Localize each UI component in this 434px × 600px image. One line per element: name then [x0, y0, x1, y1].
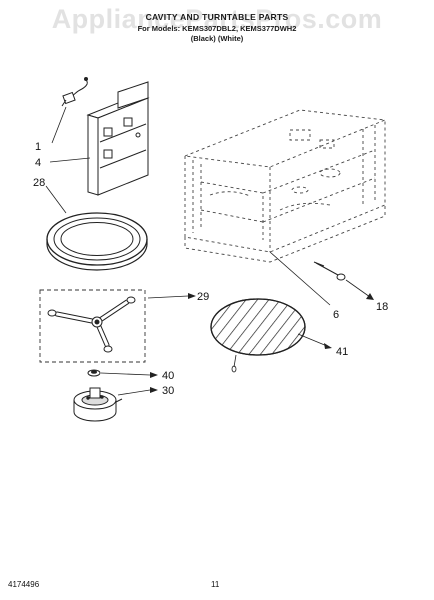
arrow-30 — [150, 387, 158, 393]
part-29-turntable-support — [39, 289, 146, 363]
callout-30: 30 — [162, 385, 174, 397]
callout-40: 40 — [162, 370, 174, 382]
part-41-grill-rack — [210, 298, 306, 373]
arrow-18 — [366, 293, 374, 300]
part-18-screw — [313, 261, 346, 281]
leader-41 — [297, 333, 328, 347]
leader-6 — [269, 251, 331, 306]
diagram-title: CAVITY AND TURNTABLE PARTS — [145, 12, 289, 22]
callout-28: 28 — [33, 177, 45, 189]
leader-1 — [51, 106, 67, 144]
leader-4 — [49, 157, 91, 163]
part-1-thermal-switch — [61, 77, 88, 107]
oven-cavity-outline — [183, 109, 386, 263]
leader-30 — [117, 389, 151, 396]
part-30-turntable-motor — [73, 387, 123, 422]
part-28-roller-ring — [46, 212, 148, 271]
watermark: AppliancePartsPros.com — [51, 4, 383, 34]
leader-28 — [45, 185, 67, 214]
leader-29 — [147, 295, 189, 299]
arrow-41 — [324, 343, 332, 349]
part-4-bracket — [86, 81, 150, 196]
callout-1: 1 — [35, 141, 41, 153]
callout-41: 41 — [336, 346, 348, 358]
callout-18: 18 — [376, 301, 388, 313]
arrow-29 — [188, 293, 196, 299]
leader-18 — [345, 279, 371, 298]
callout-29: 29 — [197, 291, 209, 303]
part-40-washer — [87, 369, 101, 377]
model-numbers: For Models: KEMS307DBL2, KEMS377DWH2 — [137, 24, 297, 33]
document-number: 4174496 — [8, 580, 40, 589]
leader-40 — [100, 372, 151, 376]
page-number: 11 — [211, 580, 220, 589]
callout-6: 6 — [333, 309, 339, 321]
model-colors: (Black) (White) — [190, 34, 244, 43]
callout-4: 4 — [35, 157, 41, 169]
arrow-40 — [150, 372, 158, 378]
